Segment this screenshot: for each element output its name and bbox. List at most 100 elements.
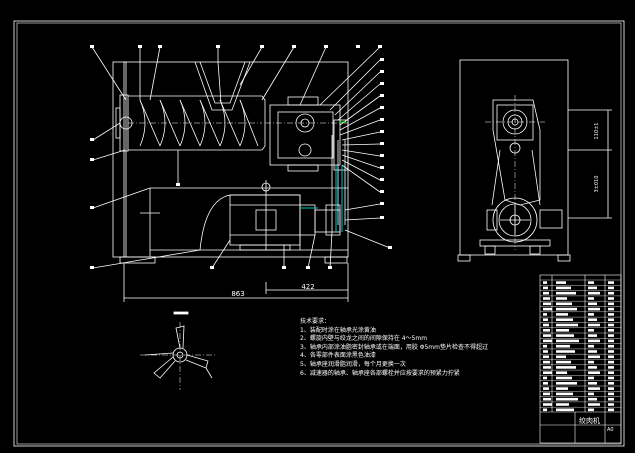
parts-list-entry — [608, 403, 614, 406]
belt-accent — [300, 121, 346, 232]
parts-list-entry — [543, 302, 551, 306]
parts-list-entry — [556, 366, 576, 369]
parts-list-entry — [608, 281, 614, 284]
parts-list-entry — [543, 297, 550, 300]
parts-list-entry — [608, 286, 614, 290]
parts-list-entry — [556, 392, 573, 396]
parts-list-entry — [588, 403, 600, 406]
parts-list-entry — [543, 323, 549, 327]
parts-list-entry — [588, 307, 600, 311]
parts-list-entry — [608, 302, 614, 306]
parts-list-entry — [608, 291, 614, 295]
parts-list-entry — [556, 360, 571, 364]
parts-list-entry — [588, 286, 597, 290]
parts-list-entry — [608, 408, 614, 412]
tech-req-heading: 技术要求： — [300, 318, 331, 325]
parts-list-entry — [608, 371, 614, 374]
tech-req-item: 3、轴承内部涂油脂密封轴承或在端面，用胶 Φ5mm垫片检查不得超过 — [300, 343, 488, 351]
dim-motor-offset: 422 — [301, 283, 314, 291]
parts-list-entry — [543, 397, 551, 401]
parts-list-entry — [588, 376, 594, 380]
parts-list-entry — [588, 344, 594, 348]
tech-req-item: 6、减速器的轴承、轴承座各部螺栓并应按要求的预紧力拧紧 — [300, 369, 460, 377]
parts-list-entry — [588, 297, 594, 300]
parts-list-entry — [588, 355, 600, 359]
parts-list-entry — [588, 318, 597, 321]
parts-list-entry — [543, 334, 551, 337]
parts-list-entry — [543, 408, 547, 412]
parts-list-entry — [608, 344, 614, 348]
parts-list-entry — [608, 339, 614, 343]
parts-list-entry — [556, 318, 573, 321]
cutter-detail — [140, 311, 215, 390]
parts-list-entry — [556, 286, 571, 290]
parts-list-entry — [543, 392, 550, 396]
dim-side-upper: 110±1 — [594, 123, 600, 140]
parts-list-entry — [556, 302, 572, 306]
parts-list-entry — [543, 344, 547, 348]
parts-list-entry — [556, 291, 576, 295]
parts-list-entry — [543, 376, 547, 380]
parts-list-entry — [588, 387, 600, 390]
parts-list-entry — [588, 397, 597, 401]
parts-list-entry — [556, 350, 575, 353]
parts-list-rows — [540, 279, 621, 408]
parts-list-entry — [556, 297, 567, 300]
parts-list-marks — [543, 281, 614, 412]
parts-list-entry — [608, 355, 614, 359]
parts-list-entry — [608, 313, 614, 316]
parts-list-entry — [556, 371, 567, 374]
tech-req-item: 2、螺旋内壁与绞龙之间的间隙保持在 4～5mm — [300, 335, 428, 343]
parts-list-entry — [543, 366, 551, 369]
parts-list-entry — [556, 281, 566, 284]
parts-list-entry — [588, 329, 594, 332]
parts-list-entry — [543, 355, 549, 359]
parts-list-entry — [556, 307, 577, 311]
parts-list-entry — [543, 360, 550, 364]
side-view — [457, 59, 612, 262]
parts-list-entry — [608, 318, 614, 321]
parts-list-entry — [543, 291, 549, 295]
parts-list-entry — [556, 344, 570, 348]
parts-list-entry — [608, 382, 614, 385]
parts-list-entry — [543, 339, 552, 343]
parts-list-entry — [588, 350, 597, 353]
parts-list-entry — [608, 376, 614, 380]
parts-list-entry — [543, 281, 547, 284]
parts-list-entry — [556, 339, 579, 343]
parts-list-entry — [588, 408, 594, 412]
parts-list-entry — [543, 371, 552, 374]
parts-list-entry — [608, 397, 614, 401]
parts-list-entry — [543, 318, 548, 321]
parts-list-entry — [588, 291, 600, 295]
parts-list-entry — [588, 371, 600, 374]
parts-list-entry — [556, 334, 574, 337]
parts-list-entry — [556, 387, 568, 390]
parts-list-entry — [556, 323, 578, 327]
parts-list-entry — [588, 392, 594, 396]
tech-req-item: 5、轴承座润滑脂润滑，每个月更换一次 — [300, 360, 406, 368]
parts-list-entry — [556, 376, 572, 380]
parts-list-entry — [543, 307, 552, 311]
dim-side-lower: 3±010 — [594, 176, 600, 193]
parts-list-entry — [608, 323, 614, 327]
parts-list-entry — [588, 360, 594, 364]
parts-list-entry — [556, 397, 578, 401]
parts-list-entry — [543, 313, 547, 316]
parts-list-entry — [588, 339, 600, 343]
parts-list-entry — [556, 382, 577, 385]
parts-list-entry — [588, 366, 597, 369]
parts-list-entry — [556, 313, 568, 316]
parts-list-entry — [543, 329, 550, 332]
front-view — [91, 46, 391, 302]
parts-list-entry — [543, 387, 549, 390]
parts-list-entry — [556, 408, 574, 412]
parts-list-entry — [556, 355, 566, 359]
technical-requirements: 技术要求： 1、装配时涂在轴承光涂黄油 2、螺旋内壁与绞龙之间的间隙保持在 4～… — [300, 318, 488, 378]
parts-list-entry — [588, 302, 597, 306]
parts-list-entry — [608, 329, 614, 332]
parts-list-entry — [608, 334, 614, 337]
parts-list-entry — [588, 323, 600, 327]
parts-list-entry — [588, 334, 597, 337]
